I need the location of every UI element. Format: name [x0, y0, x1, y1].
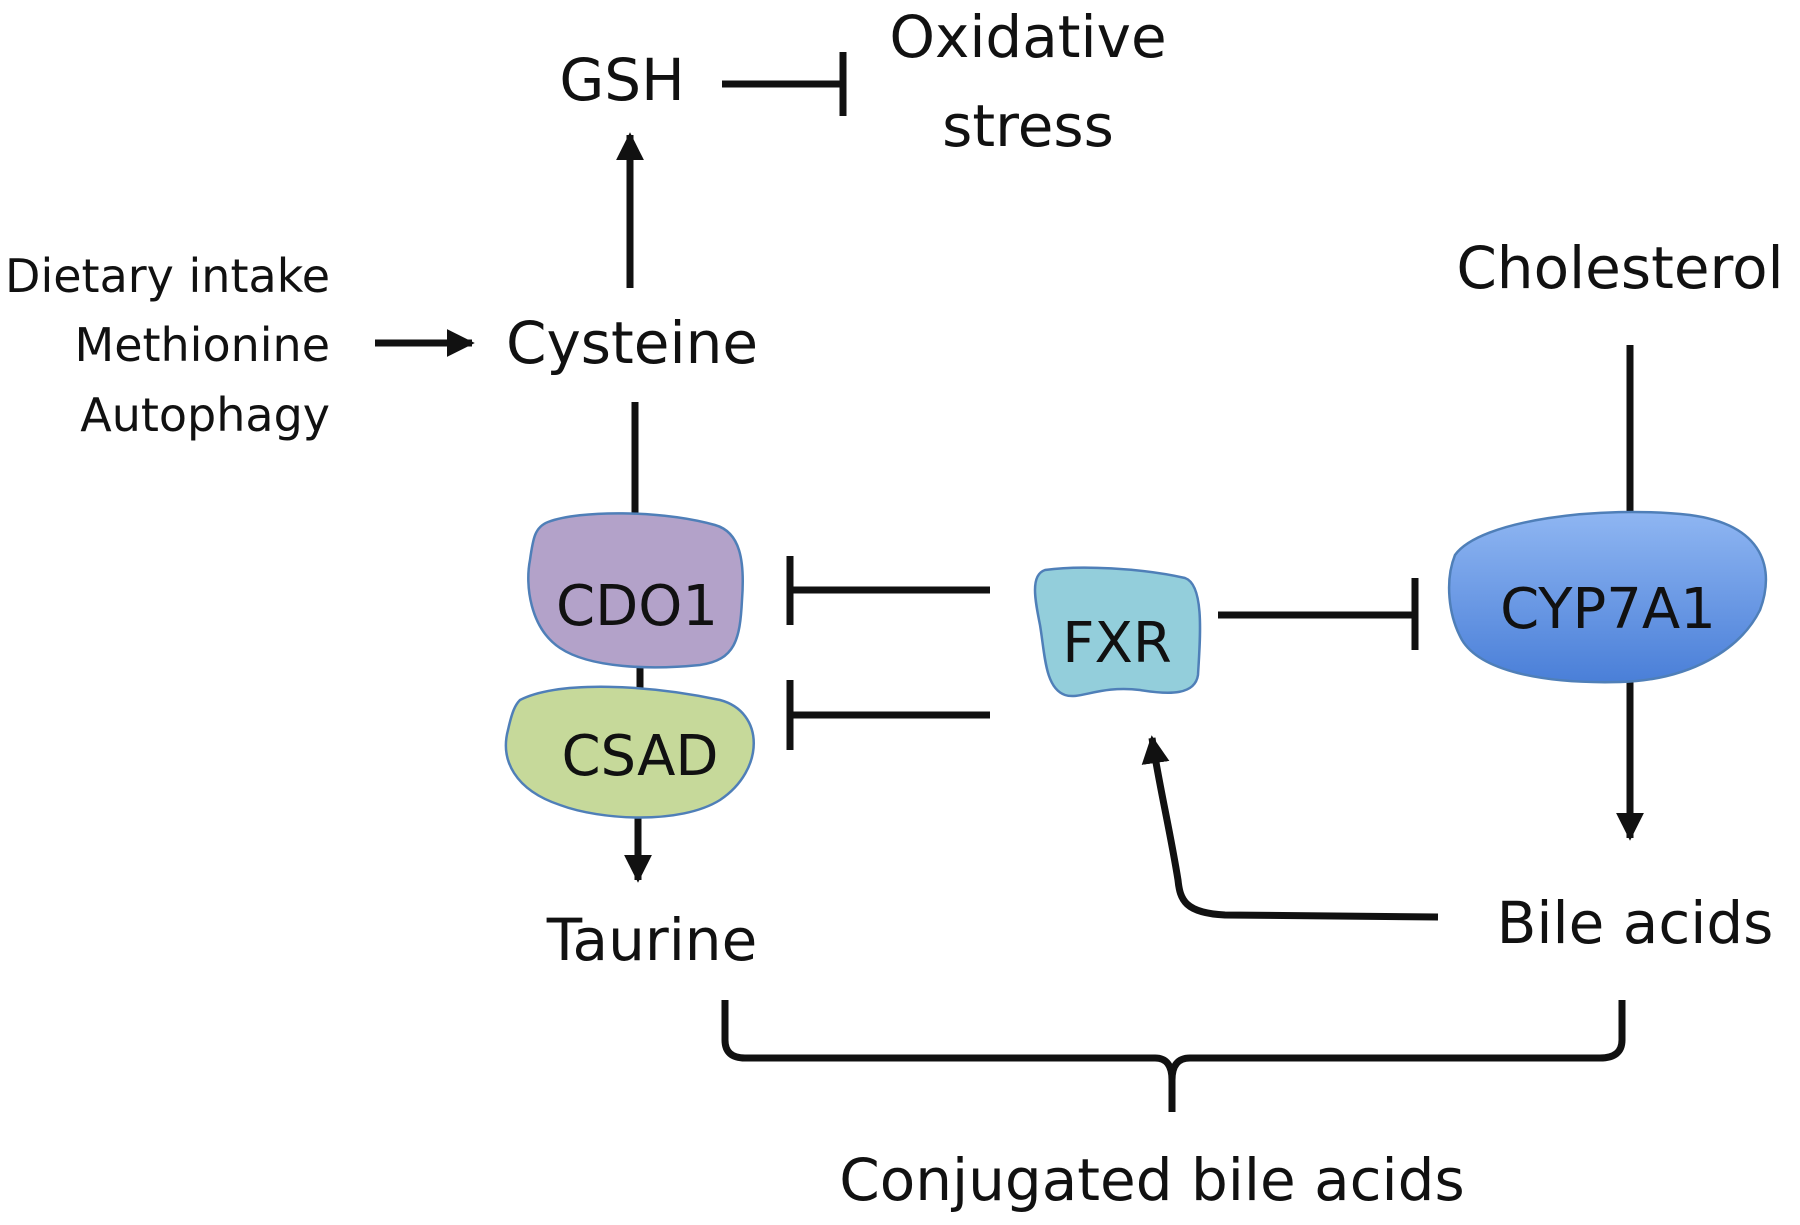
bile-acids-to-fxr-arrow	[1141, 735, 1439, 921]
csad-label: CSAD	[561, 724, 718, 789]
source-autophagy: Autophagy	[80, 388, 330, 442]
cyp7a1-shape	[1447, 510, 1768, 684]
source-methionine: Methionine	[75, 318, 331, 372]
conjugation-brace	[721, 1000, 1626, 1112]
csad-shape	[504, 685, 755, 819]
gsh-label: GSH	[559, 46, 684, 114]
taurine-label: Taurine	[546, 906, 758, 974]
oxidative-stress-label-line1: Oxidative	[889, 3, 1166, 71]
cdo1-shape	[527, 512, 744, 669]
fxr-shape	[1033, 566, 1202, 698]
bile-acids-label: Bile acids	[1497, 889, 1774, 957]
cysteine-label: Cysteine	[506, 309, 758, 377]
conjugated-bile-acids-label: Conjugated bile acids	[839, 1146, 1464, 1214]
cdo1-label: CDO1	[556, 574, 718, 639]
cyp7a1-label: CYP7A1	[1500, 577, 1716, 642]
cholesterol-label: Cholesterol	[1456, 234, 1783, 302]
source-dietary-intake: Dietary intake	[5, 249, 330, 303]
oxidative-stress-label-line2: stress	[942, 92, 1114, 160]
fxr-label: FXR	[1062, 611, 1171, 676]
